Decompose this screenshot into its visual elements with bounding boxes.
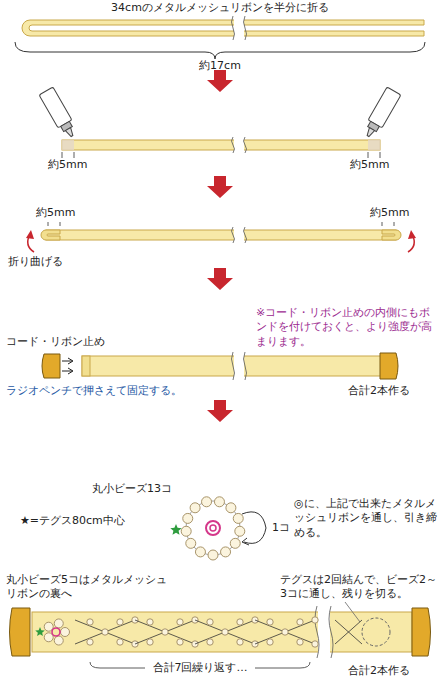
bead-ring [170,497,266,560]
count-note: 合計7回繰り返す… [145,661,255,675]
dimension: 約5mm [48,158,98,172]
dimension: 約17cm [190,59,250,73]
part-name: ★=テグス80cm中心 [20,514,160,528]
cord-ribbon-clamp [42,352,398,380]
instruction: 34cmのメタルメッシュリボンを半分に折る [70,1,370,15]
dimension: 約5mm [350,158,400,172]
part-name: 丸小ビーズ13コ [92,482,202,496]
dimension: 約5mm [370,206,420,220]
count-note: 合計2本作る [348,664,438,678]
count-note: 合計2本作る [348,384,438,398]
ribbon-folded-ends [26,222,416,252]
folded-ribbon [15,16,425,59]
part-name: コード・リボン止め [6,335,126,349]
glue-tube [39,87,401,140]
dimension: 約5mm [36,206,86,220]
instruction: テグスは2回結んで、ビーズ2～3コに通し、残りを切る。 [280,573,438,602]
instruction: ラジオペンチで押さえて固定する。 [6,384,236,398]
instruction: 折り曲げる [8,255,88,269]
bracelet-band [10,602,431,658]
ribbon [62,137,380,158]
instruction: ◎に、上記で出来たメタルメッシュリボンを通し、引き締める。 [294,497,438,540]
instruction: 丸小ビーズ5コはメタルメッシュリボンの裏へ [6,573,176,602]
bead-lattice [35,617,362,647]
note: ※コード・リボン止めの内側にもボンドを付けておくと、より強度が高まります。 [256,306,436,349]
